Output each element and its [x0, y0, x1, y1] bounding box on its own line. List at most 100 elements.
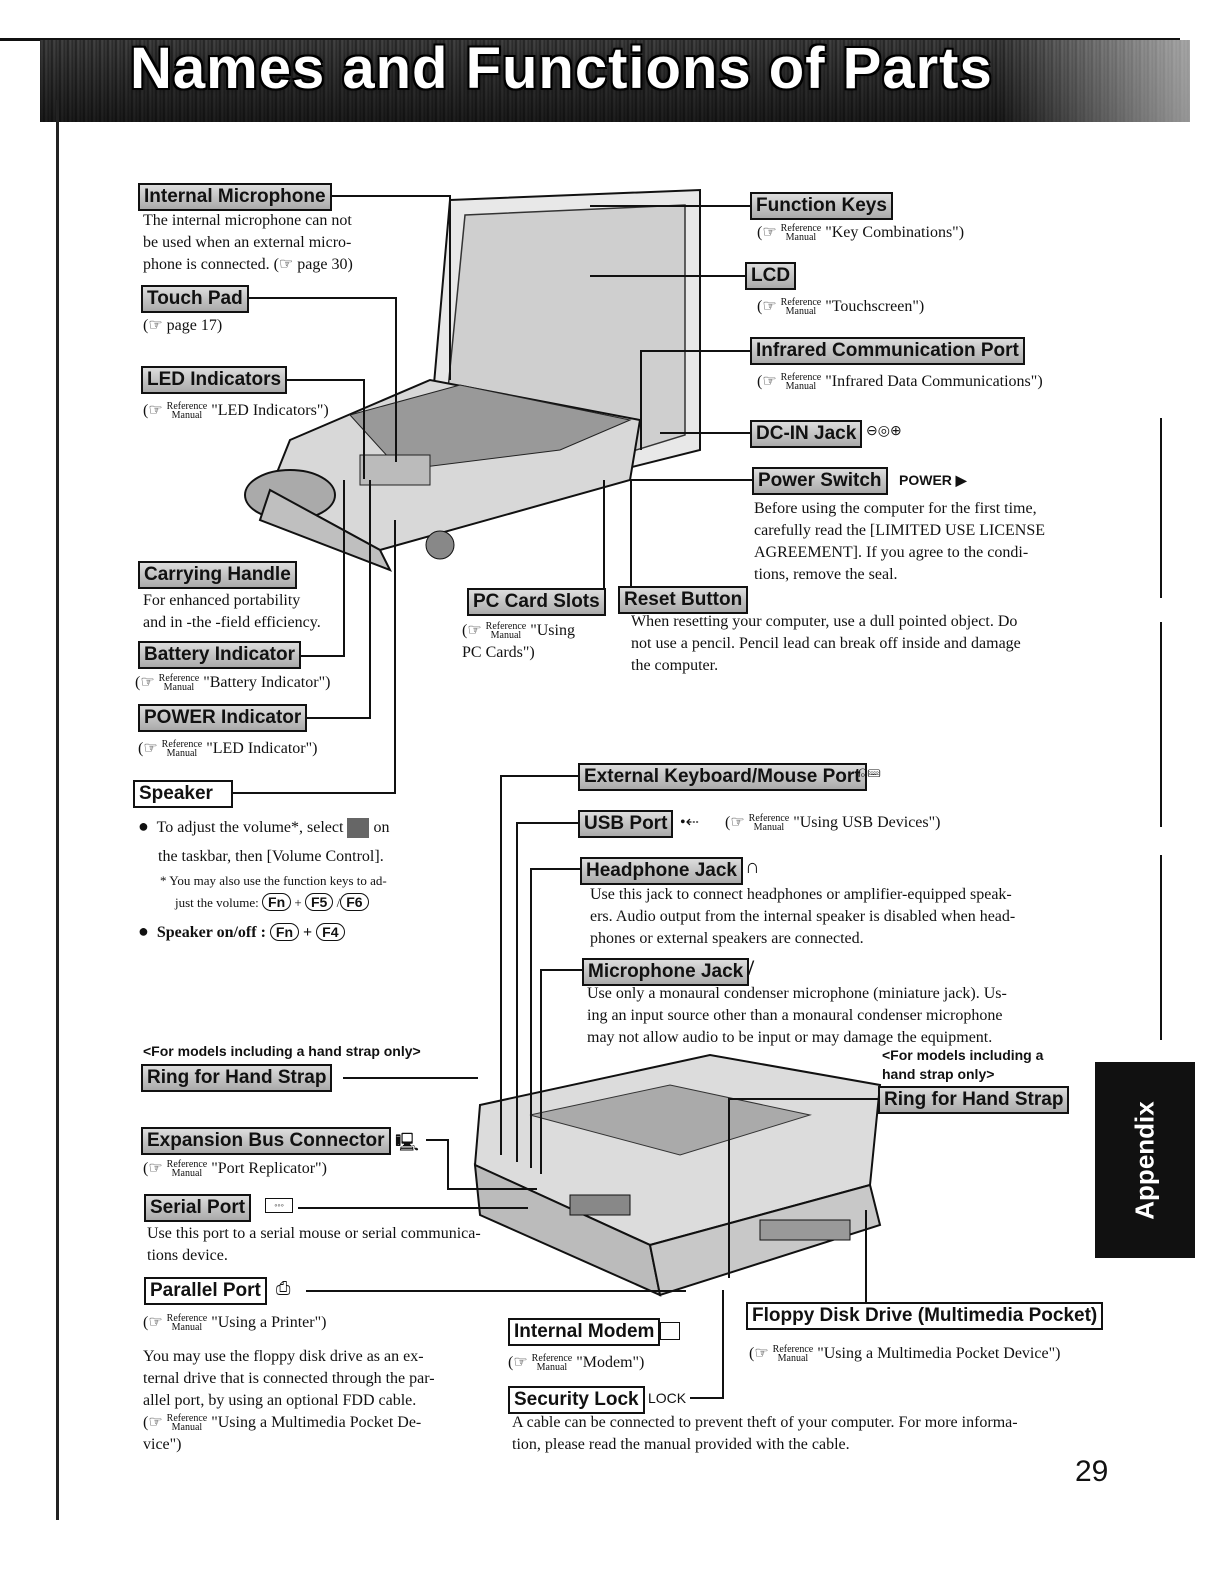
leader-line [530, 868, 532, 1168]
label-headphone-jack: Headphone Jack [580, 857, 743, 885]
desc-carrying-handle: For enhanced portability and in -the -fi… [143, 590, 321, 634]
leader-line [298, 1207, 528, 1209]
microphone-icon: / [748, 955, 754, 981]
strap-note-right-2: hand strap only> [882, 1066, 994, 1082]
speaker-bullet-1-cont: the taskbar, then [Volume Control]. [158, 846, 384, 868]
leader-line [603, 480, 605, 590]
power-switch-mark: POWER ▶ [899, 472, 967, 489]
label-usb-port: USB Port [578, 810, 673, 838]
label-power-switch: Power Switch [752, 467, 888, 495]
label-battery-indicator: Battery Indicator [138, 641, 301, 669]
modem-icon [660, 1322, 680, 1340]
speaker-note-2: just the volume: Fn + F5 /F6 [175, 893, 369, 912]
leader-line [500, 775, 580, 777]
desc-internal-microphone: The internal microphone can not be used … [143, 210, 353, 276]
leader-line [447, 1188, 537, 1190]
appendix-tab-label: Appendix [1095, 1062, 1195, 1258]
leader-line [630, 479, 752, 481]
keyboard-mouse-icon: ⍝⌨ [858, 764, 880, 782]
label-ring-hand-strap-left: Ring for Hand Strap [141, 1064, 332, 1092]
printer-icon: ⎙ [276, 1278, 290, 1299]
dc-in-polarity-icon: ⊖◎⊕ [866, 423, 902, 440]
page-title: Names and Functions of Parts [130, 35, 993, 102]
usb-icon: •⇠ [680, 812, 699, 832]
leader-line [660, 432, 750, 434]
leader-line [323, 195, 450, 197]
headphone-icon: ∩ [745, 856, 759, 879]
leader-line [722, 1290, 724, 1399]
label-touch-pad: Touch Pad [141, 285, 249, 313]
label-speaker: Speaker [133, 780, 233, 808]
label-lcd: LCD [745, 262, 796, 290]
security-lock-mark: LOCK [648, 1390, 686, 1406]
leader-line [395, 297, 397, 462]
label-floppy-disk-drive: Floppy Disk Drive (Multimedia Pocket) [746, 1302, 1103, 1330]
leader-line [246, 297, 396, 299]
parallel-port-paragraph: You may use the floppy disk drive as an … [143, 1346, 435, 1456]
desc-serial-port: Use this port to a serial mouse or seria… [147, 1223, 481, 1267]
expansion-bus-icon: 🖳 [395, 1130, 419, 1160]
leader-line [500, 775, 502, 1155]
desc-battery-indicator: (☞ ReferenceManual "Battery Indicator") [135, 672, 330, 694]
label-internal-microphone: Internal Microphone [138, 183, 332, 211]
leader-line [640, 350, 642, 450]
desc-usb-port: (☞ ReferenceManual "Using USB Devices") [725, 812, 940, 834]
desc-function-keys: (☞ ReferenceManual "Key Combinations") [757, 222, 964, 244]
key-f5: F5 [305, 893, 333, 911]
label-internal-modem: Internal Modem [508, 1318, 660, 1346]
leader-line [284, 379, 364, 381]
leader-line [540, 969, 542, 1174]
leader-line [530, 868, 580, 870]
leader-line [449, 195, 451, 380]
label-expansion-bus: Expansion Bus Connector [141, 1127, 391, 1155]
key-fn-2: Fn [270, 923, 299, 941]
desc-security-lock: A cable can be connected to prevent thef… [512, 1412, 1018, 1456]
leader-line [516, 822, 578, 824]
label-serial-port: Serial Port [144, 1194, 251, 1222]
margin-mark [1160, 418, 1162, 598]
key-fn: Fn [262, 893, 291, 911]
label-function-keys: Function Keys [750, 192, 893, 220]
desc-microphone-jack: Use only a monaural condenser microphone… [587, 983, 1007, 1049]
margin-mark [1160, 622, 1162, 827]
leader-line [590, 205, 750, 207]
desc-reset-button: When resetting your computer, use a dull… [631, 611, 1021, 677]
laptop-closed-illustration [470, 1045, 890, 1325]
header-fade [1000, 40, 1190, 122]
leader-line [630, 479, 632, 591]
label-infrared: Infrared Communication Port [750, 337, 1025, 365]
leader-line [447, 1139, 449, 1189]
page-number: 29 [1075, 1455, 1108, 1489]
leader-line [426, 1139, 448, 1141]
leader-line [306, 1290, 686, 1292]
volume-icon [347, 818, 369, 838]
leader-line [343, 480, 345, 657]
leader-line [728, 1098, 730, 1278]
desc-power-switch: Before using the computer for the first … [754, 498, 1045, 586]
leader-line [640, 350, 750, 352]
leader-line [865, 1210, 867, 1310]
leader-line [363, 379, 365, 479]
leader-line [232, 792, 395, 794]
leader-line [298, 717, 370, 719]
label-carrying-handle: Carrying Handle [138, 561, 297, 589]
label-led-indicators: LED Indicators [141, 366, 287, 394]
label-dc-in-jack: DC-IN Jack [750, 420, 862, 448]
key-f6: F6 [340, 893, 368, 911]
leader-line [540, 969, 582, 971]
leader-line [590, 275, 745, 277]
label-power-indicator: POWER Indicator [138, 704, 307, 732]
desc-touch-pad: (☞ page 17) [143, 315, 222, 337]
leader-line [516, 822, 518, 1162]
label-ring-hand-strap-right: Ring for Hand Strap [878, 1086, 1069, 1114]
strap-note-left: <For models including a hand strap only> [143, 1043, 421, 1059]
leader-line [394, 520, 396, 794]
